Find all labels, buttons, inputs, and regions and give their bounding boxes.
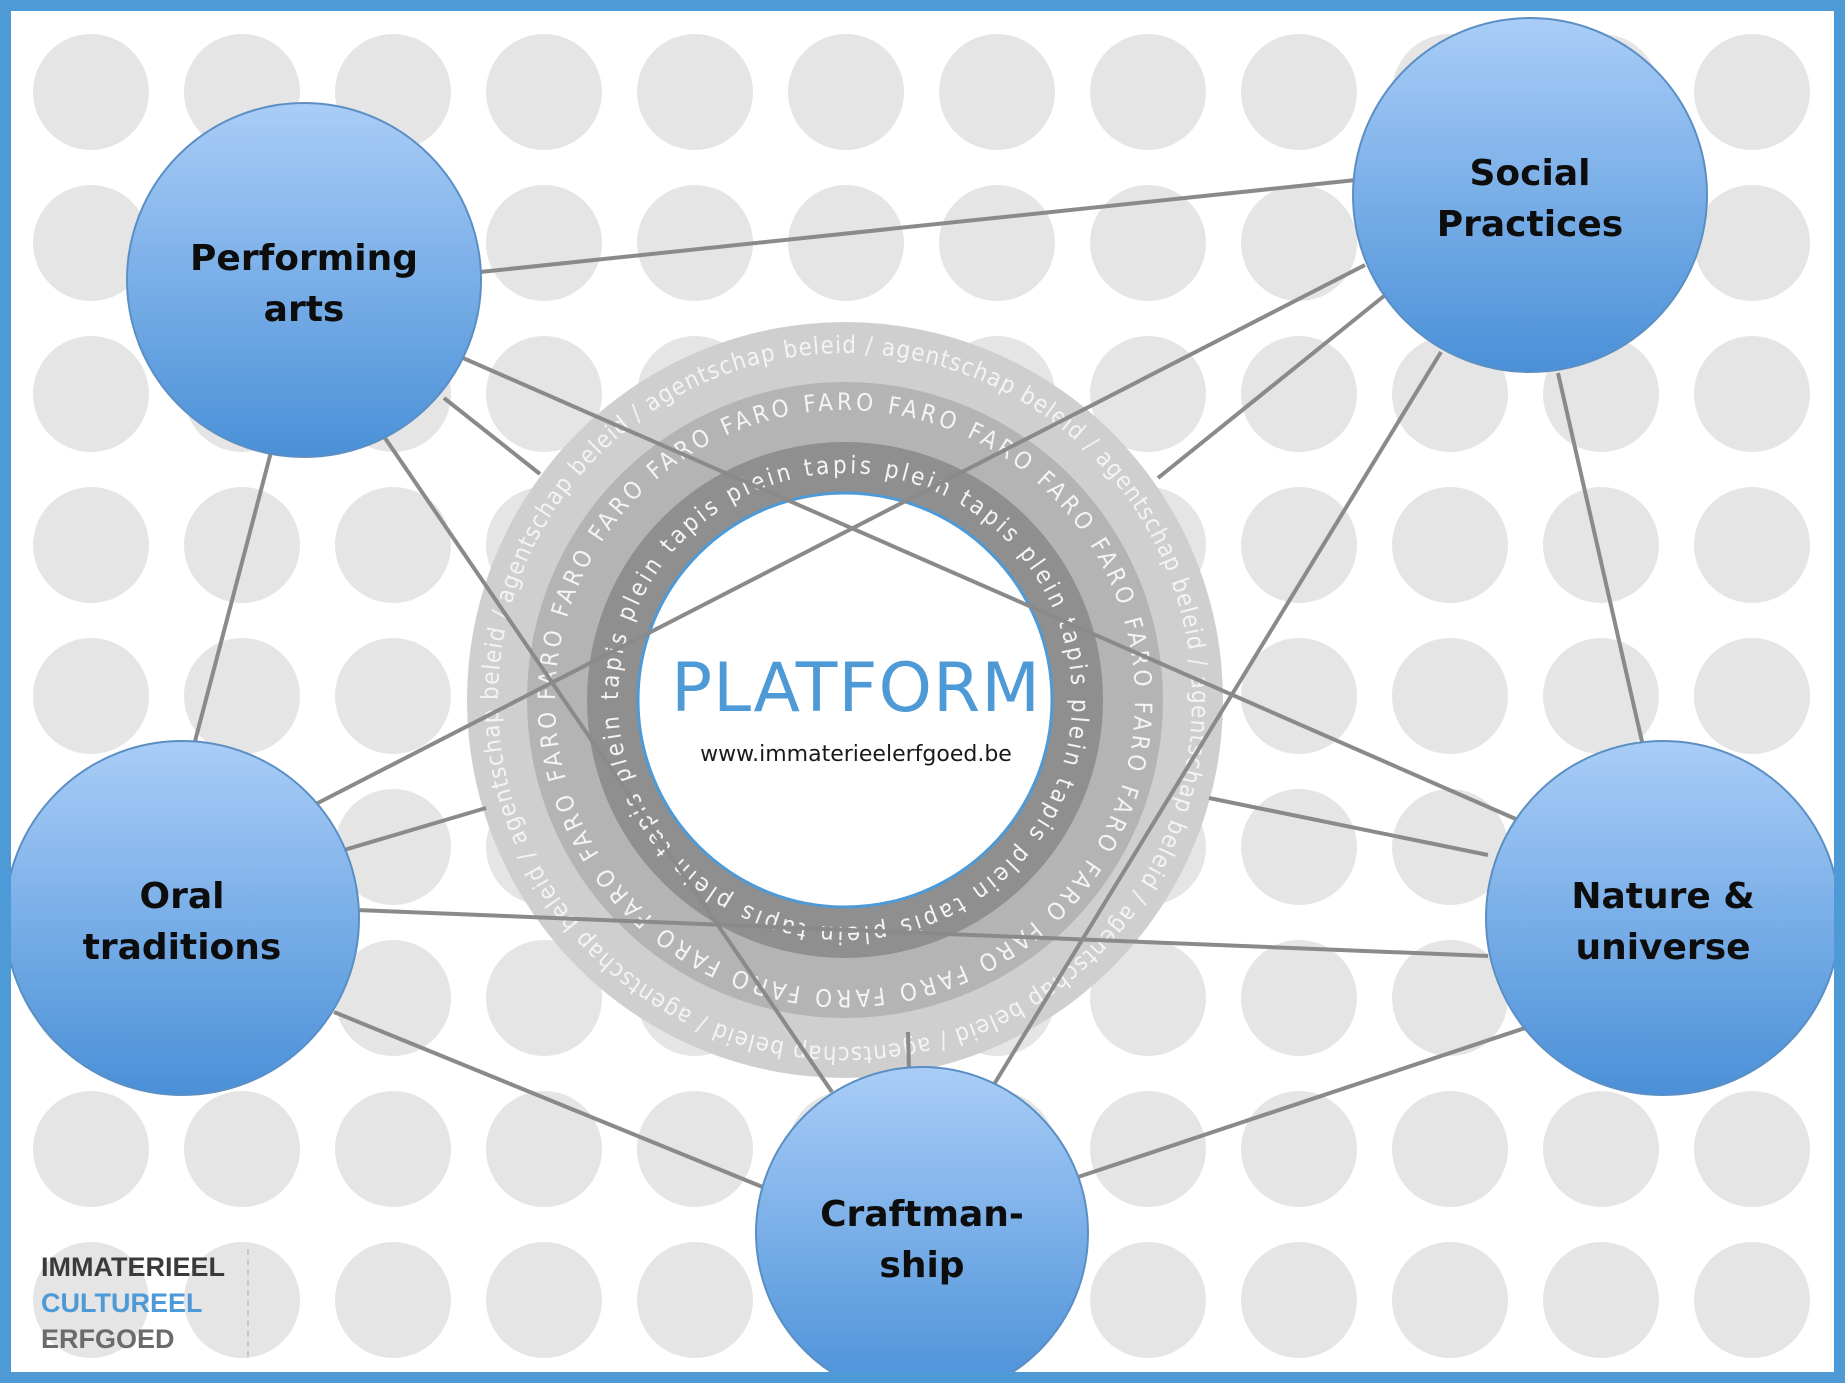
background-dot <box>1241 1091 1357 1207</box>
background-dot <box>335 789 451 905</box>
label-performing-arts: Performing arts <box>190 238 418 330</box>
background-dot <box>184 1242 300 1358</box>
logo-line-2: CULTUREEL <box>41 1288 203 1318</box>
platform-url[interactable]: www.immaterieelerfgoed.be <box>700 742 1012 767</box>
background-dot <box>1241 940 1357 1056</box>
background-dot <box>486 185 602 301</box>
edge-performing-social <box>479 178 1357 274</box>
background-dot <box>1090 336 1206 452</box>
background-dot <box>1241 789 1357 905</box>
background-dot <box>1392 1091 1508 1207</box>
background-dot <box>1241 185 1357 301</box>
edge-social-oral <box>311 263 1366 808</box>
edge-social-nature <box>1556 372 1645 747</box>
background-dot <box>1392 638 1508 754</box>
background-dot <box>335 1242 451 1358</box>
background-dot <box>33 638 149 754</box>
background-dot <box>1090 1242 1206 1358</box>
background-dot <box>1694 487 1810 603</box>
node-performing-arts[interactable] <box>126 102 482 458</box>
edge-social-platform <box>1156 294 1386 480</box>
edge-performing-oral <box>192 451 273 746</box>
background-dot <box>1090 940 1206 1056</box>
background-dot <box>486 1242 602 1358</box>
background-dot <box>1543 638 1659 754</box>
label-craftmanship: Craftman- ship <box>820 1194 1024 1286</box>
background-dot <box>1543 1242 1659 1358</box>
edge-craft-platform <box>906 1031 911 1073</box>
background-dot <box>1241 34 1357 150</box>
background-dot <box>33 487 149 603</box>
background-dot <box>1090 34 1206 150</box>
background-dot <box>1392 940 1508 1056</box>
background-dot <box>1392 1242 1508 1358</box>
immaterieel-cultureel-erfgoed-logo: IMMATERIEEL CULTUREEL ERFGOED <box>41 1249 249 1357</box>
platform-title: PLATFORM <box>671 649 1041 728</box>
background-dot <box>33 185 149 301</box>
background-dot <box>33 1091 149 1207</box>
edge-nature-craft <box>1074 1025 1529 1180</box>
background-dot <box>1694 34 1810 150</box>
background-dot <box>184 638 300 754</box>
background-dot <box>637 34 753 150</box>
edge-oral-nature <box>356 908 1489 958</box>
background-dot <box>335 940 451 1056</box>
edge-social-craft <box>991 350 1443 1088</box>
background-dot <box>1694 185 1810 301</box>
node-social-practices[interactable] <box>1352 17 1708 373</box>
platform-rings: beleid / agentschap beleid / agentschap … <box>467 322 1223 1078</box>
background-dot <box>486 940 602 1056</box>
label-nature-universe: Nature & universe <box>1571 876 1755 968</box>
background-dot <box>33 1242 149 1358</box>
background-dot <box>335 638 451 754</box>
background-dot <box>939 185 1055 301</box>
background-dot <box>33 336 149 452</box>
background-dot <box>1543 487 1659 603</box>
logo-line-1: IMMATERIEEL <box>41 1252 225 1282</box>
edge-nature-platform <box>1208 796 1489 857</box>
background-dot <box>1694 638 1810 754</box>
background-dot <box>637 1091 753 1207</box>
edge-oral-craft <box>333 1010 766 1190</box>
background-dot <box>939 34 1055 150</box>
connector-lines <box>192 178 1645 1190</box>
background-dot <box>1090 185 1206 301</box>
background-dot <box>788 34 904 150</box>
background-dot <box>788 185 904 301</box>
background-dot <box>486 1091 602 1207</box>
background-dot <box>637 1242 753 1358</box>
node-craftmanship[interactable] <box>755 1066 1089 1383</box>
label-oral-traditions: Oral traditions <box>82 876 282 968</box>
background-dot <box>486 34 602 150</box>
topic-nodes <box>5 17 1840 1383</box>
edge-performing-nature <box>462 356 1519 822</box>
background-dot <box>1392 487 1508 603</box>
background-dot <box>184 1091 300 1207</box>
logo-line-3: ERFGOED <box>41 1324 175 1354</box>
edge-performing-craft <box>383 436 834 1094</box>
node-oral-traditions[interactable] <box>5 740 360 1096</box>
background-dot <box>1543 1091 1659 1207</box>
background-dot <box>1694 1091 1810 1207</box>
background-dot <box>1241 487 1357 603</box>
background-dot <box>335 1091 451 1207</box>
background-dot <box>1694 1242 1810 1358</box>
center-disc <box>636 491 1054 909</box>
edge-performing-platform <box>442 396 542 476</box>
background-dot <box>33 34 149 150</box>
background-dot <box>1694 336 1810 452</box>
node-nature-universe[interactable] <box>1485 740 1840 1096</box>
background-dot <box>1241 1242 1357 1358</box>
background-dot <box>335 487 451 603</box>
background-dot <box>1241 336 1357 452</box>
background-dot <box>637 185 753 301</box>
background-dot <box>1090 1091 1206 1207</box>
label-social-practices: Social Practices <box>1436 153 1624 245</box>
edge-oral-platform <box>343 806 487 852</box>
background-dot <box>184 487 300 603</box>
background-dot <box>1241 638 1357 754</box>
